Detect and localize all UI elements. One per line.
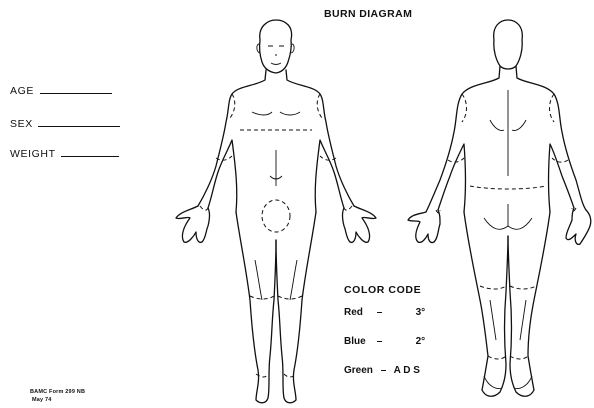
- color-code-red-row: Red – 3°: [344, 307, 425, 318]
- color-code-green-row: Green – A D S: [344, 365, 420, 376]
- back-body-figure[interactable]: [408, 20, 591, 396]
- color-name-green: Green: [344, 365, 378, 376]
- ads-code: A D S: [394, 365, 420, 376]
- form-number: BAMC Form 299 NB: [30, 389, 85, 395]
- color-separator: –: [381, 365, 391, 376]
- color-code-blue-row: Blue – 2°: [344, 336, 425, 347]
- degree-third: 3°: [416, 307, 426, 318]
- color-separator: –: [377, 307, 413, 318]
- form-date: May 74: [32, 397, 52, 403]
- degree-second: 2°: [416, 336, 426, 347]
- color-separator: –: [377, 336, 413, 347]
- color-name-red: Red: [344, 307, 374, 318]
- color-name-blue: Blue: [344, 336, 374, 347]
- color-code-heading: COLOR CODE: [344, 284, 421, 296]
